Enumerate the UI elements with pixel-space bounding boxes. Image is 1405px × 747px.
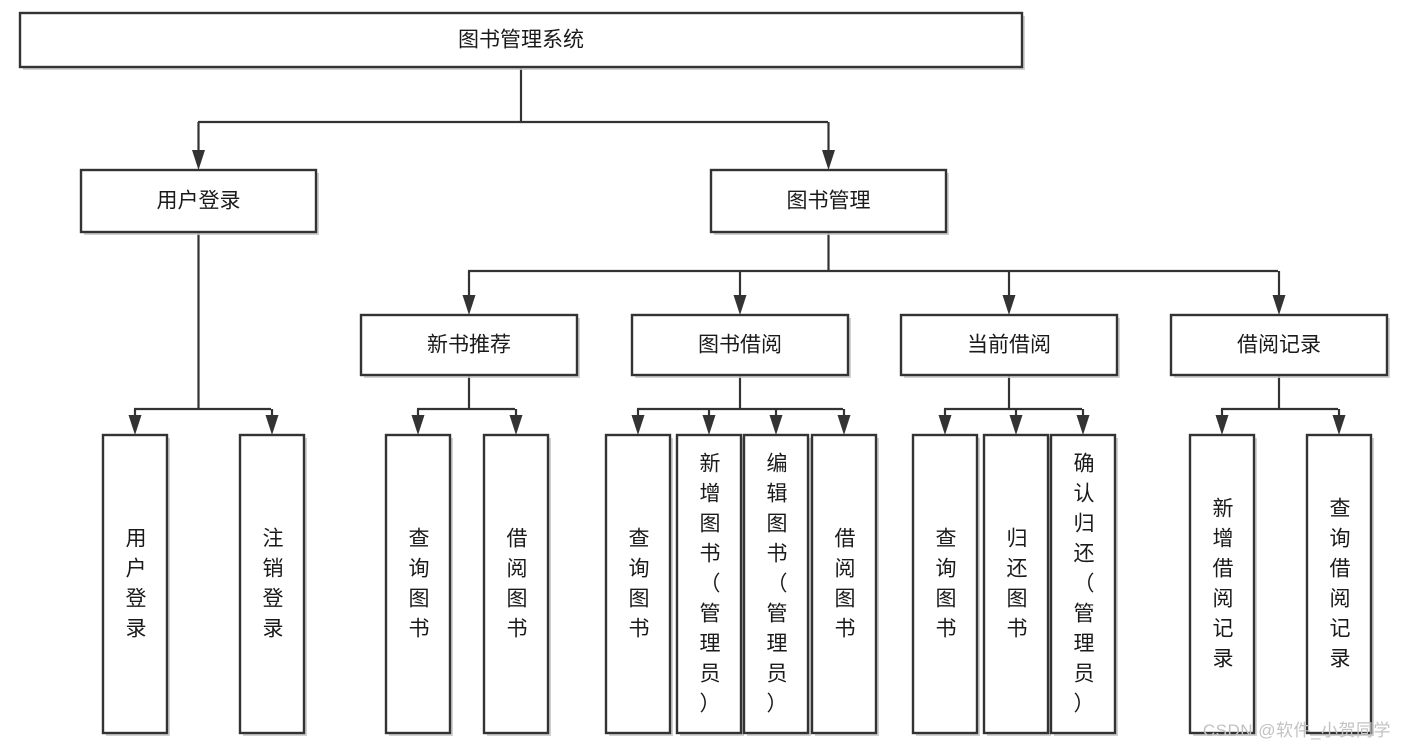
arrow-head-icon xyxy=(1002,295,1016,315)
node-book-borrow[interactable]: 图书借阅 xyxy=(630,313,851,378)
node-label: 图书管理 xyxy=(787,190,871,213)
node-box[interactable] xyxy=(1169,313,1389,377)
arrow-head-icon xyxy=(509,415,523,435)
node-leaf-edit-book[interactable]: 编辑图书（管理员） xyxy=(742,433,811,736)
node-box[interactable] xyxy=(899,313,1119,377)
node-label: 归还图书 xyxy=(1007,528,1028,641)
node-label: 当前借阅 xyxy=(967,334,1051,357)
arrow-head-icon xyxy=(411,415,425,435)
node-box[interactable] xyxy=(1188,433,1256,735)
node-box[interactable] xyxy=(911,433,979,735)
node-label: 注销登录 xyxy=(263,528,284,641)
arrow-head-icon xyxy=(702,415,716,435)
arrow-head-icon xyxy=(631,415,645,435)
arrow-head-icon xyxy=(128,415,142,435)
node-leaf-query-book-3[interactable]: 查询图书 xyxy=(911,433,980,736)
arrow-head-icon xyxy=(938,415,952,435)
node-box[interactable] xyxy=(1305,433,1373,735)
node-box[interactable] xyxy=(675,433,743,735)
arrow-head-icon xyxy=(1009,415,1023,435)
node-leaf-borrow-book-2[interactable]: 借阅图书 xyxy=(810,433,879,736)
node-label: 新增图书（管理员） xyxy=(700,453,721,716)
node-box[interactable] xyxy=(810,433,878,735)
node-box[interactable] xyxy=(742,433,810,735)
node-user-login[interactable]: 用户登录 xyxy=(79,168,319,235)
node-label: 查询图书 xyxy=(936,528,957,641)
arrow-head-icon xyxy=(192,150,205,170)
node-root[interactable]: 图书管理系统 xyxy=(18,11,1025,70)
node-box[interactable] xyxy=(18,11,1024,69)
arrow-head-icon xyxy=(822,150,835,170)
arrow-head-icon xyxy=(462,295,476,315)
node-box[interactable] xyxy=(384,433,452,735)
node-label: 新增借阅记录 xyxy=(1213,498,1234,671)
node-label: 编辑图书（管理员） xyxy=(767,453,788,716)
node-label: 用户登录 xyxy=(126,528,147,641)
node-label: 查询图书 xyxy=(629,528,650,641)
node-label: 查询图书 xyxy=(409,528,430,641)
node-leaf-add-record[interactable]: 新增借阅记录 xyxy=(1188,433,1257,736)
arrow-head-icon xyxy=(769,415,783,435)
node-leaf-user-login[interactable]: 用户登录 xyxy=(101,433,170,736)
node-label: 借阅记录 xyxy=(1237,334,1321,357)
node-box[interactable] xyxy=(79,168,318,234)
node-label: 图书管理系统 xyxy=(458,29,584,52)
node-leaf-user-logout[interactable]: 注销登录 xyxy=(238,433,307,736)
node-box[interactable] xyxy=(482,433,550,735)
node-layer: 图书管理系统用户登录图书管理新书推荐图书借阅当前借阅借阅记录用户登录注销登录查询… xyxy=(18,11,1390,736)
node-label: 借阅图书 xyxy=(507,528,528,641)
node-leaf-confirm-return[interactable]: 确认归还（管理员） xyxy=(1049,433,1118,736)
node-leaf-query-book-1[interactable]: 查询图书 xyxy=(384,433,453,736)
arrow-head-icon xyxy=(265,415,279,435)
node-label: 图书借阅 xyxy=(698,334,782,357)
arrow-head-icon xyxy=(1272,295,1286,315)
node-label: 确认归还（管理员） xyxy=(1074,453,1095,716)
node-leaf-query-book-2[interactable]: 查询图书 xyxy=(604,433,673,736)
node-label: 借阅图书 xyxy=(835,528,856,641)
arrow-head-icon xyxy=(1332,415,1346,435)
node-box[interactable] xyxy=(101,433,169,735)
node-leaf-add-book[interactable]: 新增图书（管理员） xyxy=(675,433,744,736)
node-box[interactable] xyxy=(982,433,1050,735)
node-borrow-record[interactable]: 借阅记录 xyxy=(1169,313,1390,378)
connector-layer xyxy=(128,67,1346,435)
node-leaf-query-record[interactable]: 查询借阅记录 xyxy=(1305,433,1374,736)
node-box[interactable] xyxy=(359,313,579,377)
node-label: 用户登录 xyxy=(157,190,241,213)
node-book-manage[interactable]: 图书管理 xyxy=(709,168,949,235)
node-box[interactable] xyxy=(709,168,948,234)
node-leaf-borrow-book-1[interactable]: 借阅图书 xyxy=(482,433,551,736)
node-box[interactable] xyxy=(604,433,672,735)
node-box[interactable] xyxy=(238,433,306,735)
arrow-head-icon xyxy=(1076,415,1090,435)
node-new-book-rec[interactable]: 新书推荐 xyxy=(359,313,580,378)
node-leaf-return-book[interactable]: 归还图书 xyxy=(982,433,1051,736)
node-label: 查询借阅记录 xyxy=(1330,498,1351,671)
arrow-head-icon xyxy=(837,415,851,435)
arrow-head-icon xyxy=(1215,415,1229,435)
arrow-head-icon xyxy=(733,295,747,315)
node-box[interactable] xyxy=(1049,433,1117,735)
node-label: 新书推荐 xyxy=(427,334,511,357)
node-current-borrow[interactable]: 当前借阅 xyxy=(899,313,1120,378)
node-box[interactable] xyxy=(630,313,850,377)
